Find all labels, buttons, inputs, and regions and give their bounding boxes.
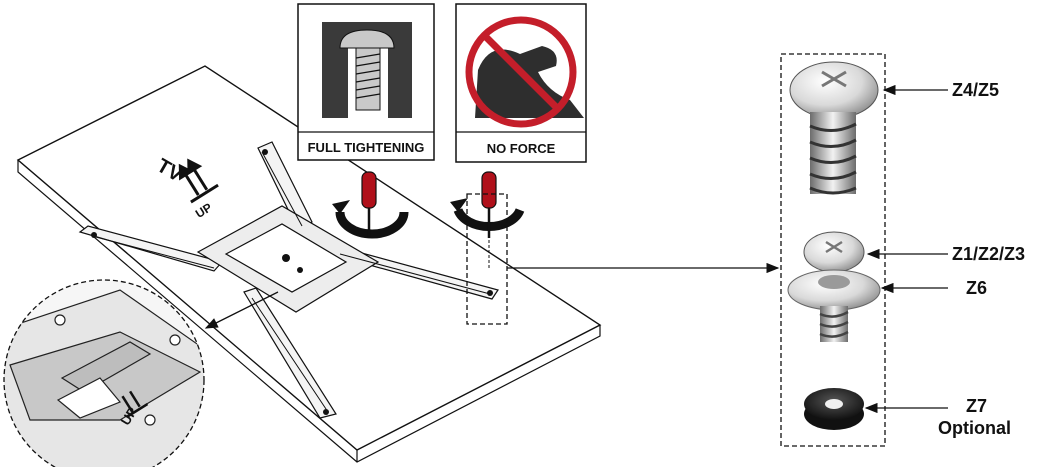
callout-note-z7: Optional [938,418,1011,438]
callout-label-z4-z5: Z4/Z5 [952,80,999,100]
no-force-panel: NO FORCE [455,3,587,163]
screw-detail-box [466,193,508,325]
screw-z4-z5-icon [789,61,879,195]
callout-label-z7: Z7 [966,396,987,416]
hardware-panel [780,53,886,447]
callout-label-z6: Z6 [966,278,987,298]
bracket-arm [257,141,313,231]
screw-in-hole-icon [322,22,412,118]
detail-inset: UP [3,279,205,467]
screw-z1-z2-z3-icon [803,231,865,273]
inset-up-arrows-icon [121,390,149,418]
spacer-z7-icon [804,388,864,430]
no-force-label: NO FORCE [487,141,556,156]
leader-line-to-inset [204,291,279,329]
mounting-bracket [78,141,499,419]
screwdriver-right [450,171,525,268]
screwdriver-left [332,171,409,239]
washer-z6-icon [787,269,881,342]
full-tightening-panel: FULL TIGHTENING [297,3,435,161]
up-arrows-icon [178,158,219,204]
callout-label-z1-z2-z3: Z1/Z2/Z3 [952,244,1025,264]
full-tightening-label: FULL TIGHTENING [308,140,425,155]
no-force-arm-icon [465,16,584,128]
